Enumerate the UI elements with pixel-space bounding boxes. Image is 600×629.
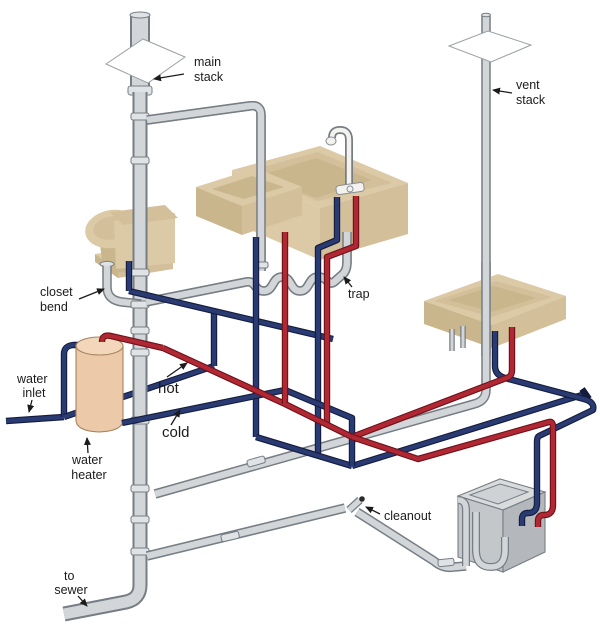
label-trap: trap [348, 287, 370, 301]
washer-lid [468, 483, 530, 505]
main-drain-run [147, 496, 466, 567]
tub-faucet [325, 130, 365, 196]
showerhead-icon [325, 136, 337, 146]
labels: main stack vent stack trap closet bend w… [16, 55, 546, 607]
vent-stack-roof-flashing [447, 30, 533, 63]
main-stack-pipe [129, 11, 151, 94]
main-stack-arrow [153, 73, 185, 82]
label-vent-stack: vent stack [516, 78, 546, 107]
hot-arrow [166, 362, 188, 378]
water-heater-top [75, 336, 124, 356]
label-water-heater: water heater [71, 453, 107, 482]
label-hot: hot [158, 380, 180, 397]
vent-stack-cap [481, 12, 491, 18]
main-stack-roof-flashing [104, 38, 187, 84]
main-stack-cap [129, 11, 151, 19]
label-closet-bend: closet bend [40, 285, 76, 314]
vent-stack-arrow [492, 87, 513, 95]
water-heater-arrow [83, 437, 91, 454]
closet-bend-arrow [78, 288, 105, 300]
water-inlet-arrow [27, 399, 35, 413]
cleanout-arrow [365, 506, 381, 515]
label-main-stack: main stack [194, 55, 225, 84]
cleanout-plug [359, 496, 365, 502]
label-cold: cold [162, 424, 190, 441]
water-heater-tank [75, 336, 124, 433]
to-sewer-arrow [77, 595, 88, 607]
cold-arrow [170, 409, 181, 426]
label-cleanout: cleanout [384, 509, 432, 523]
label-to-sewer: to sewer [54, 569, 87, 597]
label-water-inlet: water inlet [16, 372, 51, 400]
bathtub [196, 146, 408, 260]
closet-flange [99, 260, 115, 268]
lavatory-basin [212, 176, 284, 199]
trap-arrow [343, 276, 353, 288]
closet-bend-pipe [99, 260, 141, 304]
vent-stack-pipe [155, 13, 491, 494]
sink-basin [448, 286, 536, 312]
